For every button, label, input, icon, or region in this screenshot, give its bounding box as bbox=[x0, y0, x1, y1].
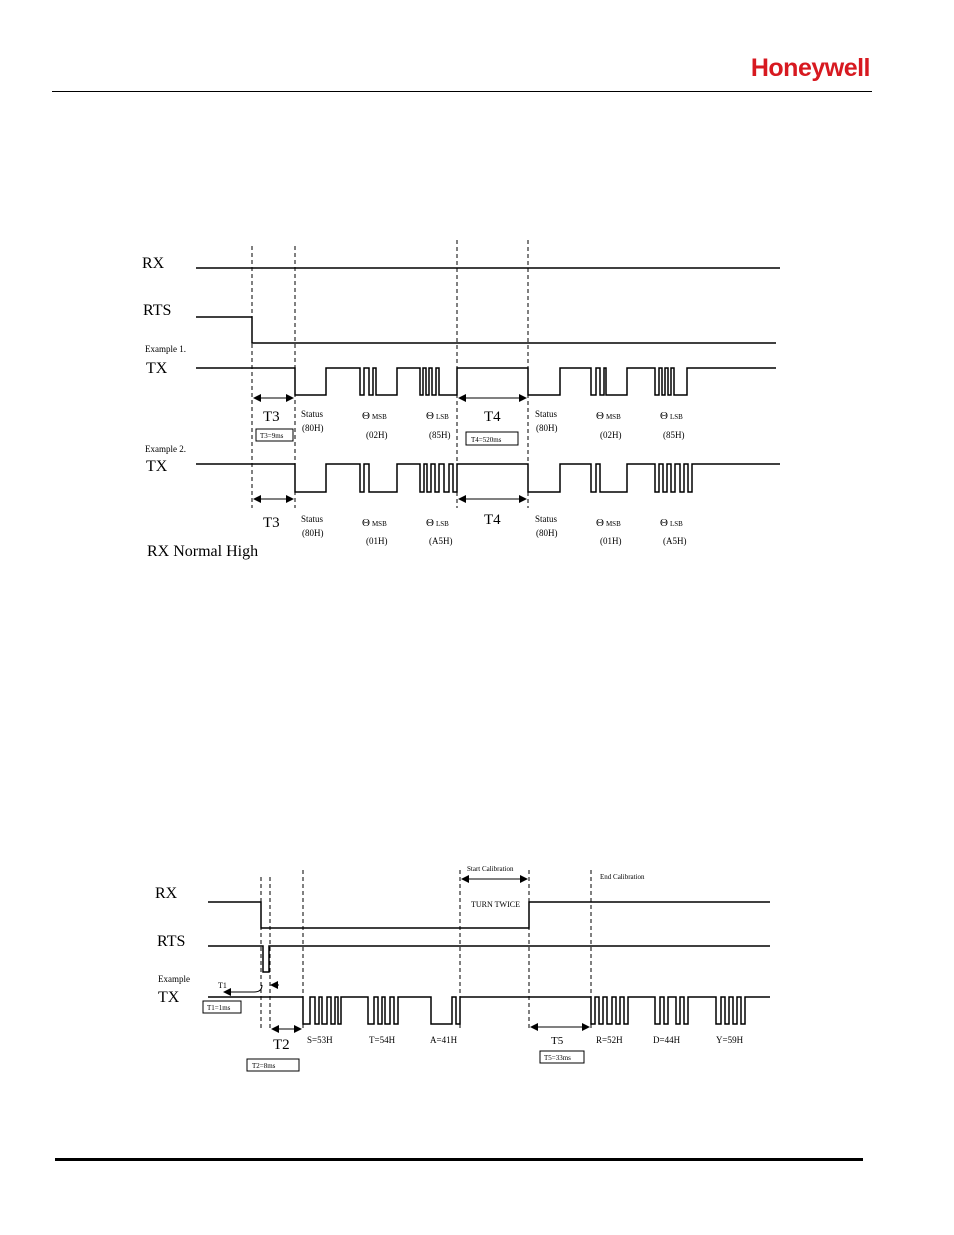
byte-label-a: A=41H bbox=[430, 1035, 458, 1045]
rts-label: RTS bbox=[143, 302, 171, 319]
t1-note: T1=1ms bbox=[207, 1004, 231, 1012]
lsb-hex-2b: (A5H) bbox=[663, 536, 687, 546]
t1-note-box bbox=[202, 1000, 242, 1014]
rx-normal-high-note: RX Normal High bbox=[147, 543, 258, 560]
t4-note-box bbox=[465, 431, 519, 446]
byte-label-s: S=53H bbox=[307, 1035, 333, 1045]
example2-label: Example 2. bbox=[145, 444, 186, 454]
status-hex-2a: (80H) bbox=[302, 528, 324, 538]
rx-signal-line-2 bbox=[208, 901, 770, 929]
byte-label-t: T=54H bbox=[369, 1035, 396, 1045]
tx-label-2: TX bbox=[146, 458, 168, 475]
tx-waveform-calibration bbox=[208, 996, 770, 1025]
rts-label-2: RTS bbox=[157, 933, 185, 950]
t4-label-2: T4 bbox=[484, 512, 501, 528]
status-hex-1b: (80H) bbox=[536, 423, 558, 433]
status-hex-2b: (80H) bbox=[536, 528, 558, 538]
t3-note-box bbox=[255, 428, 294, 442]
t3-label-2: T3 bbox=[263, 515, 280, 531]
lsb-hex-1b: (85H) bbox=[663, 430, 685, 440]
rx-label: RX bbox=[142, 255, 165, 272]
msb-hex-1b: (02H) bbox=[600, 430, 622, 440]
timing-guides-1 bbox=[251, 240, 529, 508]
rx-label-2: RX bbox=[155, 885, 178, 902]
t5-note: T5=33ms bbox=[544, 1054, 571, 1062]
header-rule bbox=[52, 91, 872, 92]
t3-label-1: T3 bbox=[263, 409, 280, 425]
msb-hex-2a: (01H) bbox=[366, 536, 388, 546]
tx-label-1: TX bbox=[146, 360, 168, 377]
t1-label: T1 bbox=[218, 981, 227, 990]
status-label-1a: Status bbox=[301, 409, 324, 419]
msb-hex-2b: (01H) bbox=[600, 536, 622, 546]
lsb-hex-1a: (85H) bbox=[429, 430, 451, 440]
status-hex-1a: (80H) bbox=[302, 423, 324, 433]
end-calibration-label: End Calibration bbox=[600, 873, 645, 881]
example1-label: Example 1. bbox=[145, 344, 186, 354]
byte-label-d: D=44H bbox=[653, 1035, 681, 1045]
byte-label-r: R=52H bbox=[596, 1035, 623, 1045]
status-label-1b: Status bbox=[535, 409, 558, 419]
lsb-hex-2a: (A5H) bbox=[429, 536, 453, 546]
msb-hex-1a: (02H) bbox=[366, 430, 388, 440]
t2-label: T2 bbox=[273, 1037, 290, 1053]
t2-note-box bbox=[246, 1058, 300, 1072]
t5-label: T5 bbox=[551, 1035, 564, 1047]
byte-label-y: Y=59H bbox=[716, 1035, 744, 1045]
t2-note: T2=8ms bbox=[252, 1062, 276, 1070]
honeywell-logo: Honeywell bbox=[750, 54, 871, 82]
t1-arrow bbox=[223, 984, 263, 996]
status-label-2a: Status bbox=[301, 514, 324, 524]
rts-signal-line-2 bbox=[208, 945, 770, 973]
example-label-2: Example bbox=[158, 974, 190, 984]
tx-waveform-example2 bbox=[196, 463, 780, 493]
t4-label-1: T4 bbox=[484, 409, 501, 425]
start-calibration-label: Start Calibration bbox=[467, 865, 514, 873]
rts-signal-line bbox=[196, 316, 776, 344]
t5-note-box bbox=[539, 1050, 585, 1064]
t4-note: T4=520ms bbox=[471, 436, 502, 444]
footer-rule bbox=[55, 1158, 863, 1161]
tx-waveform-example1 bbox=[196, 367, 776, 396]
tx-label-3: TX bbox=[158, 989, 180, 1006]
turn-twice-label: TURN TWICE bbox=[471, 900, 520, 909]
status-label-2b: Status bbox=[535, 514, 558, 524]
t3-note: T3=9ms bbox=[260, 432, 284, 440]
